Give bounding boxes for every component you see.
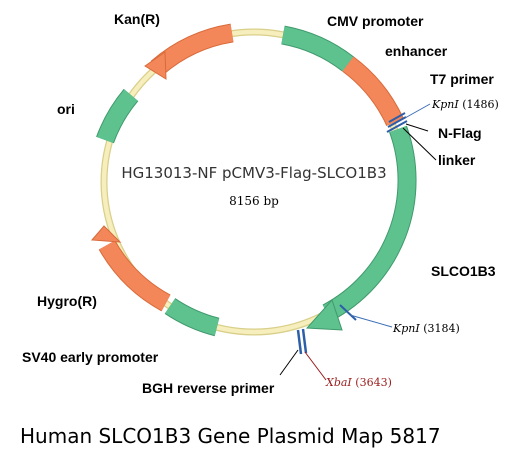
enhancer-segment	[342, 56, 404, 127]
plasmid-title: HG13013-NF pCMV3-Flag-SLCO1B3	[121, 164, 386, 182]
plasmid-size: 8156 bp	[229, 194, 279, 208]
slco1b3-arrow	[305, 125, 417, 331]
kan-arrow	[144, 23, 234, 80]
label-enhancer: enhancer	[385, 43, 448, 59]
xbai-marker	[296, 328, 308, 355]
label-cmv: CMV promoter	[327, 13, 424, 29]
label-slco1b3: SLCO1B3	[431, 263, 496, 279]
site-xbai-3643: XbaI (3643)	[325, 376, 392, 389]
hygro-arrow	[90, 225, 171, 312]
site-kpni-1486: KpnI (1486)	[431, 98, 499, 111]
site-kpni-3184: KpnI (3184)	[392, 322, 460, 335]
label-kan: Kan(R)	[114, 11, 160, 27]
label-nflag: N-Flag	[438, 125, 482, 141]
label-hygro: Hygro(R)	[37, 293, 97, 309]
leader-lines	[279, 103, 437, 381]
t7-kpni-marker	[386, 112, 408, 133]
label-t7: T7 primer	[430, 71, 494, 87]
cmv-promoter-segment	[281, 25, 354, 72]
label-ori: ori	[57, 101, 75, 117]
label-linker: linker	[438, 152, 476, 168]
label-bgh: BGH reverse primer	[142, 380, 275, 396]
label-sv40: SV40 early promoter	[22, 349, 159, 365]
kpni-3184-marker	[339, 304, 357, 321]
sv40-promoter-segment	[164, 297, 220, 337]
ori-segment	[96, 88, 139, 144]
figure-caption: Human SLCO1B3 Gene Plasmid Map 5817	[20, 424, 441, 448]
